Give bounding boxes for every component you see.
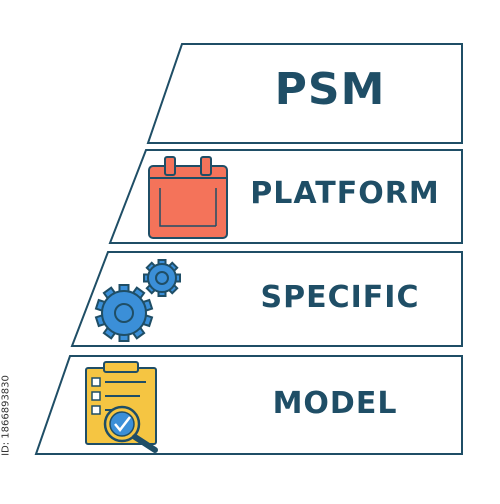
gears-icon — [94, 259, 181, 342]
row-label-platform: PLATFORM — [250, 176, 440, 211]
band-title — [146, 43, 463, 144]
diagram-title: PSM — [274, 64, 386, 115]
calendar-icon — [148, 156, 228, 239]
large-gear — [94, 284, 154, 342]
row-label-model: MODEL — [272, 386, 398, 421]
row-label-specific: SPECIFIC — [260, 280, 420, 315]
checklist-magnifier-icon — [85, 361, 158, 453]
image-id-label: ID: 1866893830 — [0, 375, 12, 456]
small-gear — [143, 259, 181, 297]
